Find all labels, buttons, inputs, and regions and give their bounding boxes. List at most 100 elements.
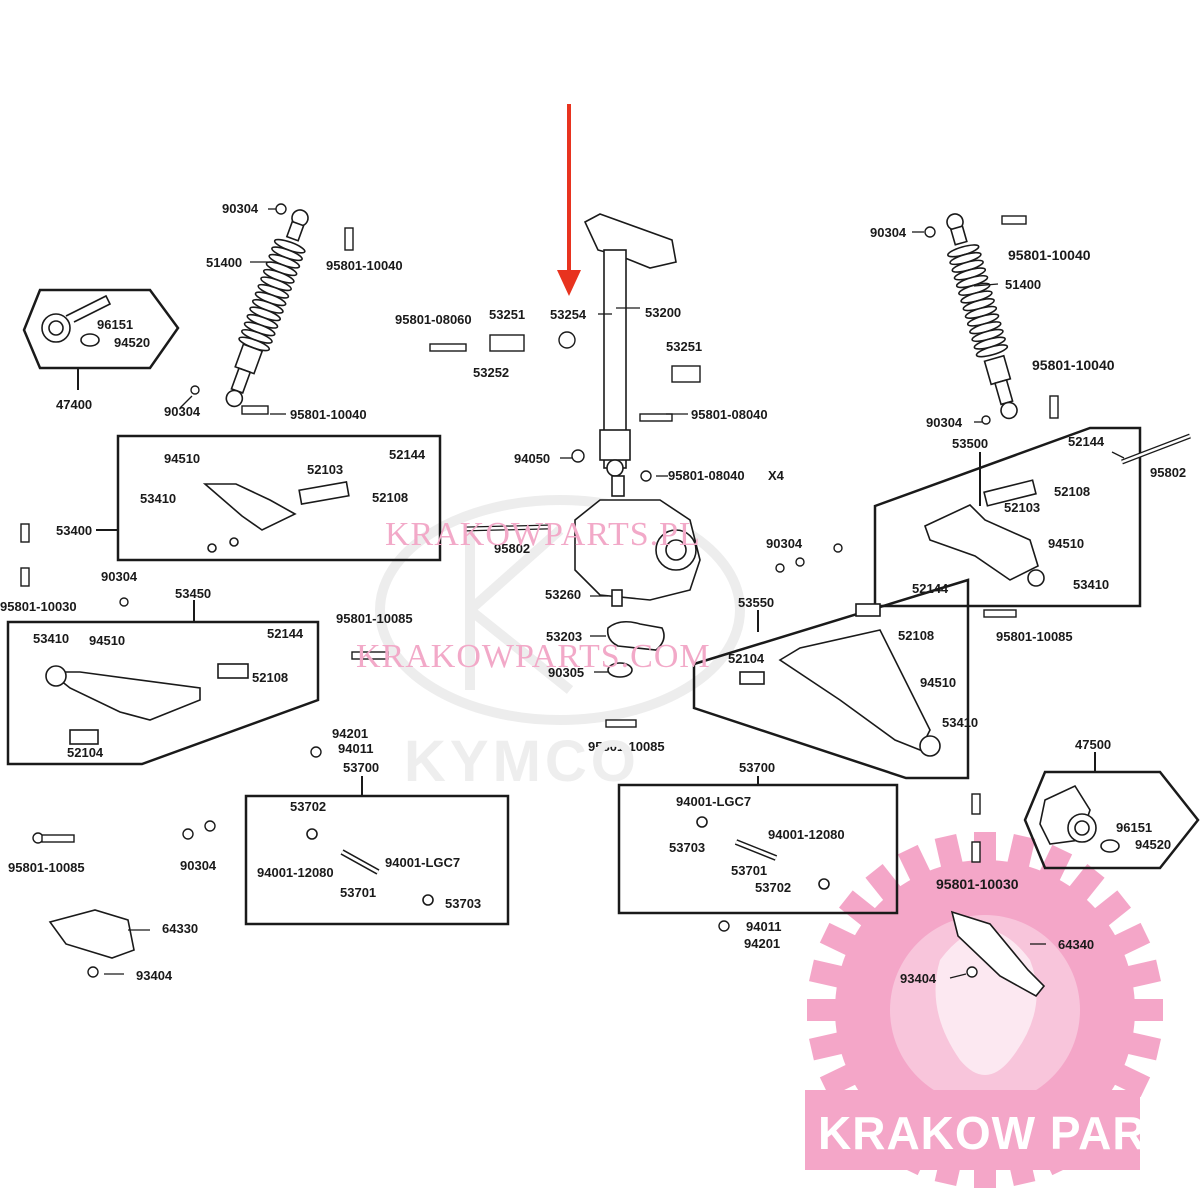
label-90304: 90304 (222, 201, 259, 216)
label-93404: 93404 (136, 968, 173, 983)
label-52144: 52144 (912, 581, 949, 596)
label-53200: 53200 (645, 305, 682, 320)
label-94510: 94510 (164, 451, 201, 466)
label-52108: 52108 (898, 628, 935, 643)
lower-arm-right (739, 603, 941, 757)
label-95802: 95802 (494, 541, 531, 556)
label-52144: 52144 (389, 447, 426, 462)
label-93404: 93404 (900, 971, 937, 986)
label-95801-10085: 95801-10085 (336, 611, 413, 626)
label-94520: 94520 (114, 335, 151, 350)
label-52108: 52108 (372, 490, 409, 505)
guard-left (48, 909, 135, 959)
label-53703: 53703 (445, 896, 482, 911)
hub-left (41, 294, 112, 347)
left-shock-absorber (225, 209, 309, 408)
indicator-arrow-icon (557, 104, 581, 296)
label-94001-lgc7: 94001-LGC7 (385, 855, 461, 870)
label-53702: 53702 (755, 880, 792, 895)
label-95801-10085: 95801-10085 (588, 739, 665, 754)
label-51400: 51400 (206, 255, 243, 270)
label-53450: 53450 (175, 586, 212, 601)
label-53260: 53260 (545, 587, 582, 602)
box-53700-left (244, 794, 510, 926)
label-90304: 90304 (180, 858, 217, 873)
box-53500 (873, 426, 1142, 608)
label-96151: 96151 (97, 317, 134, 332)
watermark-site-pl: KRAKOWPARTS.PL (385, 516, 701, 553)
label-90305: 90305 (548, 665, 585, 680)
label-95801-08040: 95801-08040 (691, 407, 768, 422)
label-53701: 53701 (340, 885, 377, 900)
hub-right (1039, 784, 1120, 853)
label-95801-10040: 95801-10040 (290, 407, 367, 422)
label-47400: 47400 (56, 397, 93, 412)
label-52104: 52104 (728, 651, 765, 666)
steering-column (583, 213, 677, 477)
lower-arm-left (45, 663, 249, 745)
box-53550 (692, 578, 970, 780)
label-53410: 53410 (140, 491, 177, 506)
label-94520: 94520 (1135, 837, 1172, 852)
label-90304: 90304 (164, 404, 201, 419)
watermark-maker: KYMCO (404, 729, 640, 794)
label-64340: 64340 (1058, 937, 1095, 952)
label-53410: 53410 (942, 715, 979, 730)
label-47500: 47500 (1075, 737, 1112, 752)
guard-right (950, 910, 1046, 998)
label-52103: 52103 (1004, 500, 1041, 515)
label-53702: 53702 (290, 799, 327, 814)
label-95801-08040: 95801-08040 (668, 468, 745, 483)
label-90304: 90304 (766, 536, 803, 551)
label-95801-10040: 95801-10040 (326, 258, 403, 273)
label-95801-10085: 95801-10085 (996, 629, 1073, 644)
label-53251: 53251 (666, 339, 703, 354)
label-95801-10085: 95801-10085 (8, 860, 85, 875)
label-94201: 94201 (744, 936, 781, 951)
label-90304: 90304 (101, 569, 138, 584)
box-53400 (116, 434, 442, 562)
label-95802: 95802 (1150, 465, 1187, 480)
upper-arm-right (924, 479, 1045, 587)
label-53550: 53550 (738, 595, 775, 610)
right-shock-absorber (946, 213, 1018, 420)
label-53700: 53700 (739, 760, 776, 775)
fasteners (20, 203, 1059, 978)
label-95801-10040: 95801-10040 (1032, 357, 1115, 373)
label-53400: 53400 (56, 523, 93, 538)
label-94510: 94510 (1048, 536, 1085, 551)
label-94510: 94510 (89, 633, 126, 648)
brand-watermark: KRAKOW PARTS (818, 1107, 1200, 1159)
label-52104: 52104 (67, 745, 104, 760)
label-94011: 94011 (746, 919, 782, 934)
watermark-site-com: KRAKOWPARTS.COM (356, 638, 711, 675)
tie-rod-right (696, 816, 830, 890)
label-53252: 53252 (473, 365, 510, 380)
label-53703: 53703 (669, 840, 706, 855)
hub-callout-right (1023, 770, 1200, 870)
long-bolts (463, 433, 1191, 532)
label-51400: 51400 (1005, 277, 1042, 292)
label-53410: 53410 (1073, 577, 1110, 592)
steering-gearbox (574, 475, 701, 678)
label-95801-10040: 95801-10040 (1008, 247, 1091, 263)
label-x4: X4 (768, 468, 784, 483)
kymco-logo-watermark-icon (375, 495, 745, 725)
upper-arm-left (202, 481, 350, 553)
label-53254: 53254 (550, 307, 587, 322)
label-94001-lgc7: 94001-LGC7 (676, 794, 752, 809)
label-53410: 53410 (33, 631, 70, 646)
label-53251: 53251 (489, 307, 526, 322)
label-95801-10030: 95801-10030 (0, 599, 77, 614)
label-94001-12080: 94001-12080 (257, 865, 334, 880)
hub-callout-left (22, 288, 180, 370)
label-95801-10030: 95801-10030 (936, 876, 1019, 892)
label-53500: 53500 (952, 436, 989, 451)
label-53203: 53203 (546, 629, 583, 644)
label-94050: 94050 (514, 451, 551, 466)
label-52108: 52108 (1054, 484, 1091, 499)
label-95801-08060: 95801-08060 (395, 312, 472, 327)
label-96151: 96151 (1116, 820, 1153, 835)
